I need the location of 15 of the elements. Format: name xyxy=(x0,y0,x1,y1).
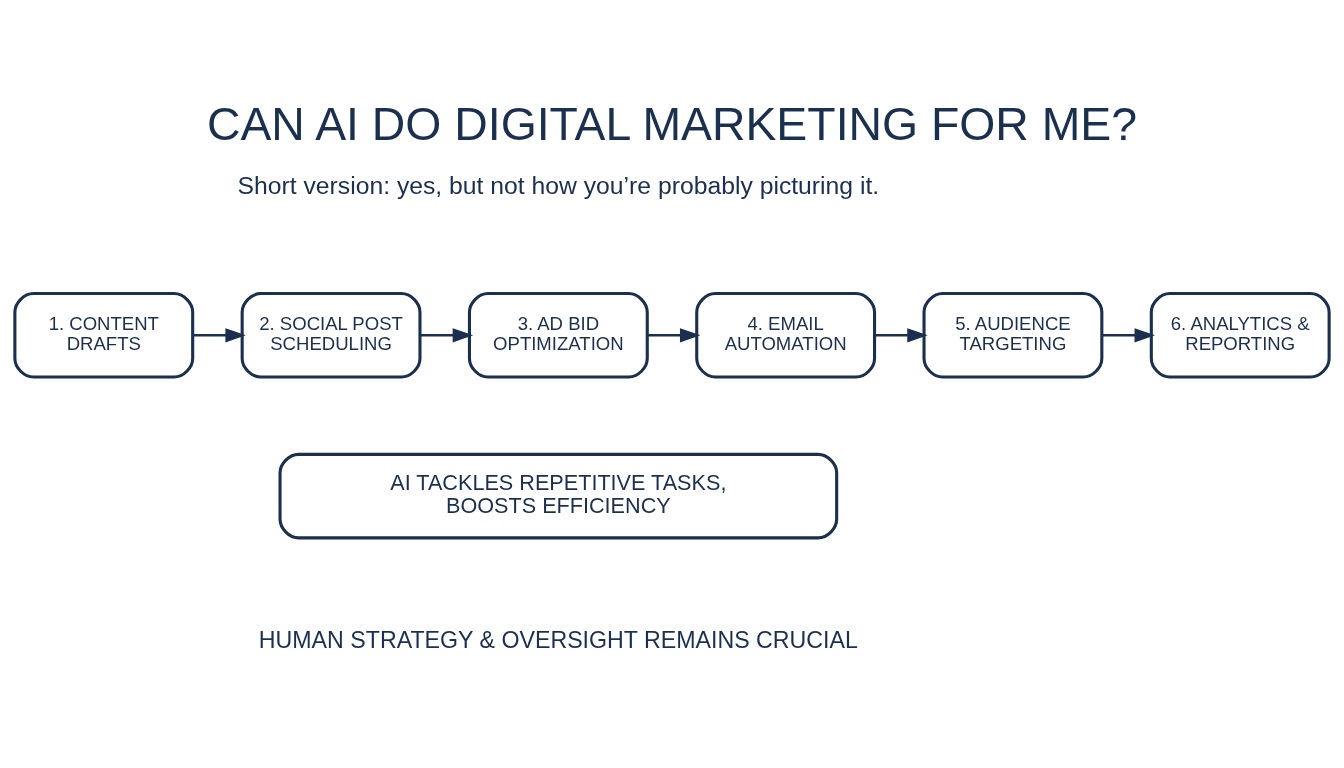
node-box: 6. ANALYTICS & REPORTING xyxy=(1149,292,1331,379)
diagram-title: CAN AI DO DIGITAL MARKETING FOR ME? xyxy=(206,98,1138,151)
node-box: 5. AUDIENCE TARGETING xyxy=(922,292,1104,379)
node-box: 4. EMAIL AUTOMATION xyxy=(695,292,877,379)
arrow xyxy=(1102,328,1155,343)
arrow xyxy=(874,328,928,343)
label: HUMAN STRATEGY & OVERSIGHT REMAINS CRUCIAL xyxy=(258,627,858,654)
arrow xyxy=(647,328,701,343)
node-box: 2. SOCIAL POST SCHEDULING xyxy=(240,292,422,379)
node-box: 3. AD BID OPTIMIZATION xyxy=(467,292,649,379)
node-box: AI TACKLES REPETITIVE TASKS, BOOSTS EFFICIENCY xyxy=(278,452,839,540)
node-box: 1. CONTENT DRAFTS xyxy=(13,292,195,379)
arrow xyxy=(193,328,246,343)
label: Short version: yes, but not how you’re probably picturing it. xyxy=(237,172,880,200)
arrow xyxy=(420,328,474,343)
